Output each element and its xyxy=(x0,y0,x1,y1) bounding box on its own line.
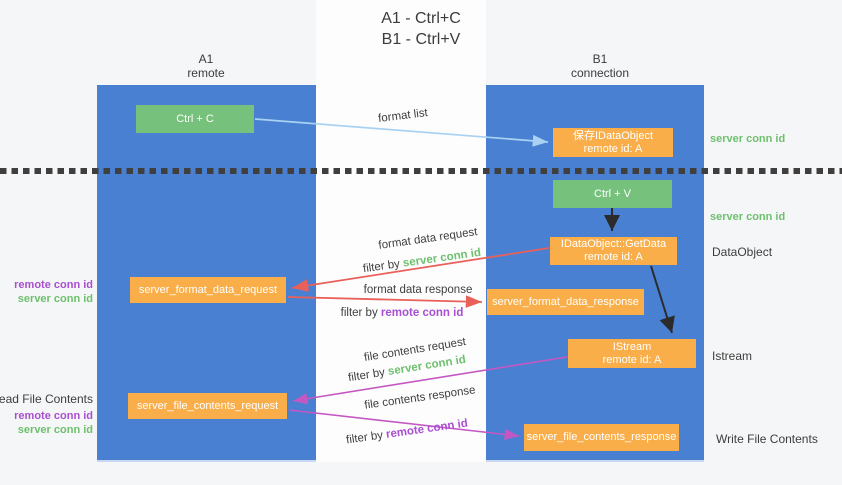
right-column-subtitle: connection xyxy=(570,66,630,80)
remote-conn-id-note-format: remote conn id xyxy=(14,279,93,291)
left-column-subtitle: remote xyxy=(187,66,225,80)
server-format-data-request-box: server_format_data_request xyxy=(130,277,286,303)
left-column-name: A1 xyxy=(198,52,214,66)
remote-conn-id-text: remote conn id xyxy=(380,307,464,319)
dataobject-note: DataObject xyxy=(712,245,773,259)
ctrl-v-label: Ctrl + V xyxy=(594,187,631,200)
write-file-contents-note: Write File Contents xyxy=(716,432,818,446)
server-conn-id-note-mid: server conn id xyxy=(710,211,786,223)
remote-conn-id-note-file: remote conn id xyxy=(14,410,93,422)
format-data-response-label: format data response xyxy=(363,284,473,296)
filter-by-text: filter by xyxy=(340,307,378,319)
ctrl-c-box: Ctrl + C xyxy=(136,105,254,133)
server-file-contents-request-label: server_file_contents_request xyxy=(136,399,279,412)
left-column-header: A1 remote xyxy=(146,52,266,80)
save-dataobject-line1: 保存IDataObject xyxy=(572,129,654,142)
getdata-line2: remote id: A xyxy=(584,251,643,263)
format-data-response-filter-label: filter by remote conn id xyxy=(341,307,464,319)
right-column-header: B1 connection xyxy=(540,52,660,80)
server-format-data-response-label: server_format_data_response xyxy=(492,295,639,308)
title-line-1: A1 - Ctrl+C xyxy=(381,10,461,27)
server-conn-id-note-file: server conn id xyxy=(17,424,93,436)
istream-box: IStream remote id: A xyxy=(568,339,696,368)
istream-line1: IStream xyxy=(612,340,652,353)
read-file-contents-note: Read File Contents xyxy=(0,392,93,406)
diagram-title: A1 - Ctrl+C B1 - Ctrl+V xyxy=(321,8,521,50)
ctrl-c-label: Ctrl + C xyxy=(176,112,214,125)
server-file-contents-request-box: server_file_contents_request xyxy=(128,393,287,419)
server-file-contents-response-box: server_file_contents_response xyxy=(524,424,679,451)
istream-line2: remote id: A xyxy=(602,353,662,366)
istream-note: Istream xyxy=(712,349,753,363)
idataobject-getdata-box: IDataObject::GetData remote id: A xyxy=(550,237,677,265)
server-conn-id-note-format: server conn id xyxy=(17,293,93,305)
server-format-data-request-label: server_format_data_request xyxy=(138,283,278,296)
ctrl-v-box: Ctrl + V xyxy=(553,180,672,208)
getdata-line1: IDataObject::GetData xyxy=(560,238,667,250)
title-line-2: B1 - Ctrl+V xyxy=(381,31,461,48)
server-format-data-response-box: server_format_data_response xyxy=(487,289,644,315)
right-column-name: B1 xyxy=(592,52,608,66)
server-file-contents-response-label: server_file_contents_response xyxy=(526,431,677,443)
server-conn-id-note-top: server conn id xyxy=(710,133,786,145)
save-dataobject-box: 保存IDataObject remote id: A xyxy=(553,128,673,157)
save-dataobject-line2: remote id: A xyxy=(583,142,643,155)
